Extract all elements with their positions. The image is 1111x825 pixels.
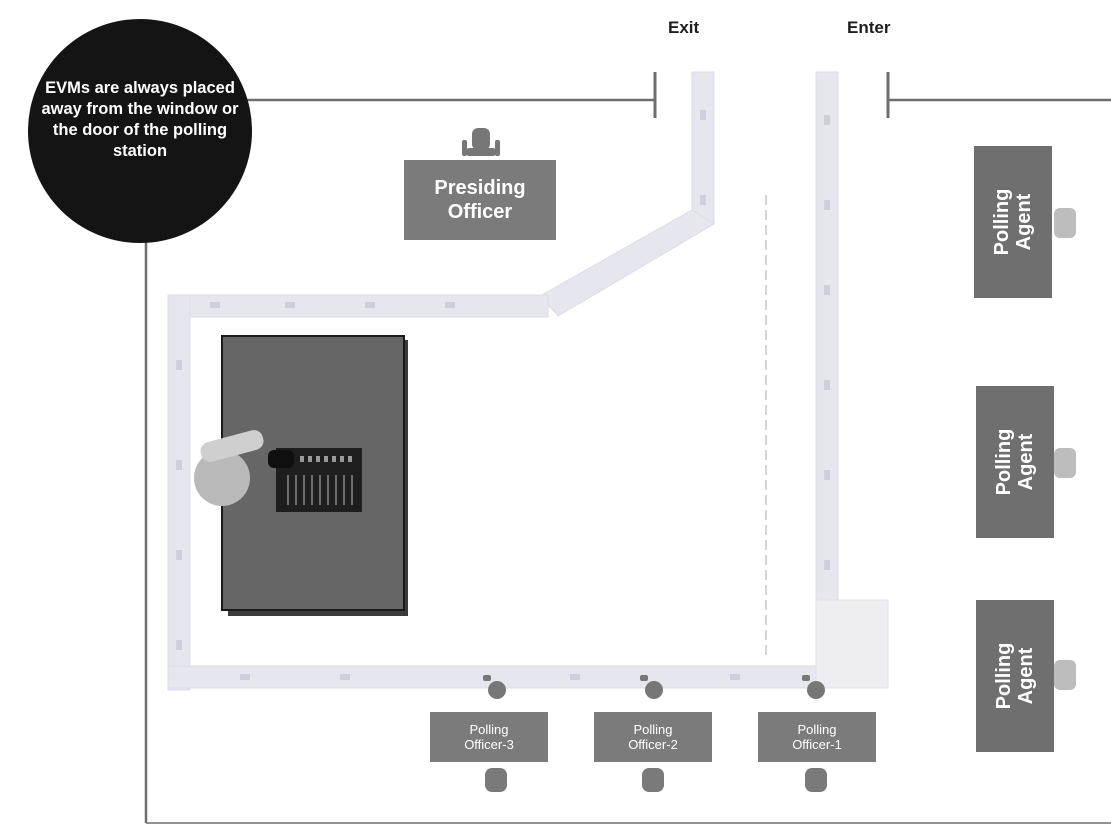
polling-agent-3-label: Polling Agent	[993, 642, 1037, 710]
voter-head	[194, 450, 250, 506]
voter-chair-3-icon	[485, 768, 507, 792]
polling-officer-3-label: Polling Officer-3	[464, 722, 514, 752]
voter-figure	[194, 430, 264, 506]
polling-officer-3-table: Polling Officer-3	[430, 712, 548, 762]
exit-label: Exit	[668, 18, 700, 37]
polling-officer-2-label: Polling Officer-2	[628, 722, 678, 752]
voter-walkway	[167, 71, 889, 691]
presiding-officer-chair-icon	[462, 128, 500, 156]
agent-chair-2-icon	[1054, 448, 1076, 478]
evm-machine	[268, 448, 362, 512]
voter-chairs	[485, 768, 827, 792]
enter-label: Enter	[847, 18, 891, 37]
polling-officer-1-table: Polling Officer-1	[758, 712, 876, 762]
walkway-corner	[815, 599, 889, 689]
voter-chair-2-icon	[642, 768, 664, 792]
walkway-top-segment	[167, 294, 549, 318]
polling-agent-2-table: Polling Agent	[976, 386, 1054, 538]
voter-hand	[268, 450, 294, 468]
agent-chair-3-icon	[1054, 660, 1076, 690]
polling-officer-1-label: Polling Officer-1	[792, 722, 842, 752]
presiding-officer-table	[404, 160, 556, 240]
polling-agent-1-label: Polling Agent	[991, 188, 1035, 256]
voter-chair-1-icon	[805, 768, 827, 792]
walkway-arrows	[176, 110, 830, 680]
polling-officer-chairs	[483, 675, 825, 699]
evm-placement-callout	[28, 19, 252, 243]
callout-text: EVMs are always placed away from the win…	[41, 79, 239, 160]
voter-arm	[200, 430, 264, 462]
polling-officer-2-table: Polling Officer-2	[594, 712, 712, 762]
officer-2-chair-icon	[640, 675, 663, 699]
walls	[144, 72, 1111, 824]
polling-agent-chairs	[1054, 208, 1076, 690]
polling-agent-2-label: Polling Agent	[993, 428, 1037, 496]
agent-chair-1-icon	[1054, 208, 1076, 238]
enter-walkway-vertical	[815, 71, 839, 603]
officer-3-chair-icon	[483, 675, 506, 699]
officer-1-chair-icon	[802, 675, 825, 699]
polling-agent-1-table: Polling Agent	[974, 146, 1052, 298]
exit-walkway-diagonal	[539, 209, 715, 317]
presiding-officer-label: Presiding Officer	[434, 177, 526, 223]
walkway-left-segment	[167, 294, 191, 691]
polling-agent-3-table: Polling Agent	[976, 600, 1054, 752]
walkway-bottom-segment	[167, 665, 889, 689]
